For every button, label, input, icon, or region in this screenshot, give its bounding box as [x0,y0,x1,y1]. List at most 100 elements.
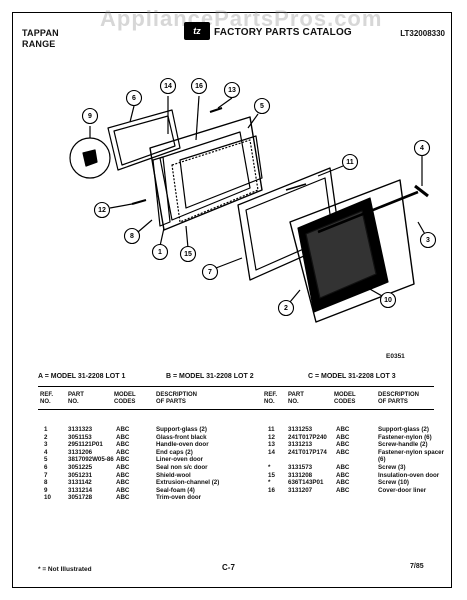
header-no: NO. [264,399,275,405]
part-no: 3131207 [288,486,313,494]
footnote: * = Not Illustrated [38,566,92,573]
part-description: Screw (3) [378,464,406,471]
callout-11: 11 [341,153,359,171]
part-description: Insulation-oven door [378,471,440,479]
rule-header [38,409,434,410]
ref-no: 7 [44,471,48,479]
part-no: 3051153 [68,433,92,441]
part-no: 3051225 [68,464,93,471]
door-trim [289,179,415,323]
door-seal [107,109,181,171]
leader-2 [289,289,301,303]
catalog-code: LT32008330 [400,29,445,38]
ref-no: 12 [268,433,275,441]
part-description: Support-glass (2) [156,426,207,433]
leader-10 [367,287,383,297]
part-no: 241T017P240 [288,433,327,441]
callout-13: 13 [223,81,241,99]
header-no: NO. [40,399,51,405]
svg-text:10: 10 [384,297,392,304]
part-description: (6) [378,456,386,464]
callout-15: 15 [179,245,197,263]
part-description: Liner-oven door [156,456,204,464]
ref-no: 9 [44,486,48,494]
ref-no: 11 [268,426,275,433]
svg-text:4: 4 [420,145,424,152]
svg-text:2: 2 [284,305,288,312]
part-no: 3131253 [288,426,313,433]
callout-2: 2 [277,299,295,317]
callout-3: 3 [419,231,437,249]
part-no: 241T017P174 [288,448,327,456]
svg-text:16: 16 [195,83,203,90]
ref-no: 5 [44,456,48,464]
header-part: PART [68,392,84,398]
part-no: 3051728 [68,494,93,502]
model-codes: ABC [116,426,130,433]
ref-no: 16 [268,486,275,494]
part-description: End caps (2) [156,448,193,456]
leader-13 [217,97,233,109]
svg-text:12: 12 [98,207,106,214]
ref-no: * [268,464,271,471]
model-b: B = MODEL 31-2208 LOT 2 [166,373,254,380]
insulation [171,139,259,223]
callout-14: 14 [159,77,177,95]
part-description: Screw (10) [378,479,409,487]
header-ref: REF. [40,392,54,398]
model-codes: ABC [116,441,130,449]
callout-10: 10 [379,291,397,309]
leader-16 [195,95,200,141]
header-codes: CODES [114,399,136,405]
part-description: Handle-oven door [156,441,209,449]
part-no: 3051231 [68,471,93,479]
svg-text:7: 7 [208,269,212,276]
door-liner [149,116,263,231]
part-description: Fastener-nylon spacer [378,448,445,456]
model-codes: ABC [116,464,130,471]
cover-liner [179,135,263,209]
ref-no: * [268,479,271,487]
part-description: Seal-foam (4) [156,486,195,494]
ref-no: 6 [44,464,48,471]
catalog-page [12,12,452,588]
extrusion-channel [152,156,171,227]
part-description: Extrusion-channel (2) [156,479,220,487]
ref-no: 4 [44,448,48,456]
svg-text:14: 14 [164,83,172,90]
model-codes: ABC [336,426,350,433]
svg-text:13: 13 [228,87,236,94]
leader-5 [247,113,259,129]
header-part-no: NO. [288,399,299,405]
handle-screw [209,107,223,113]
svg-text:11: 11 [346,159,354,166]
svg-text:1: 1 [158,249,162,256]
callout-7: 7 [201,263,219,281]
header-of-parts: OF PARTS [378,399,408,405]
model-codes: ABC [116,456,130,464]
callout-16: 16 [190,77,208,95]
door-handle [317,190,419,234]
header-codes: CODES [334,399,356,405]
model-codes: ABC [336,464,350,471]
svg-text:3: 3 [426,237,430,244]
leader-8 [137,219,153,233]
svg-text:5: 5 [260,103,264,110]
part-description: Screw-handle (2) [378,441,428,449]
part-no: 3131208 [288,471,313,479]
model-codes: ABC [116,448,130,456]
header-model: MODEL [114,392,136,398]
part-description: Seal non s/c door [156,464,208,471]
model-codes: ABC [336,433,350,441]
part-description: Cover-door liner [378,486,427,494]
model-c: C = MODEL 31-2208 LOT 3 [308,373,396,380]
product-type: RANGE [22,39,56,49]
header-part-no: NO. [68,399,79,405]
part-no: 3131573 [288,464,313,471]
model-codes: ABC [336,441,350,449]
model-codes: ABC [116,479,130,487]
door-seal-inner [113,115,176,166]
leader-15 [185,225,189,249]
ref-no: 13 [268,441,275,449]
